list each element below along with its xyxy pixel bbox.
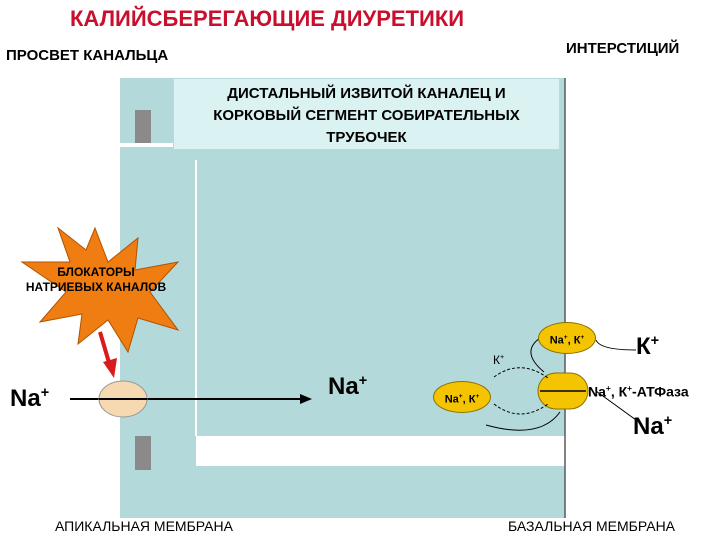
k-cycle-arrow	[493, 367, 549, 379]
basal-membrane-label: БАЗАЛЬНАЯ МЕМБРАНА	[508, 518, 676, 534]
na-k-left-label: Na+, К+	[433, 381, 491, 413]
na-k-cycle-arrow	[493, 403, 549, 415]
blocker-label-line1: БЛОКАТОРЫ	[57, 265, 135, 279]
k-cycle-label: К+	[493, 352, 505, 367]
k-interstitium-label: К+	[636, 333, 660, 360]
segment-label-line3: ТРУБОЧЕК	[326, 129, 407, 146]
pump-in-arrow	[595, 339, 637, 351]
na-arrow-head	[300, 394, 312, 404]
tight-junction-bottom	[135, 436, 151, 470]
blocker-arrow-head	[103, 358, 117, 378]
na-k-top-to-pump-arrow	[530, 337, 545, 373]
lumen-label: ПРОСВЕТ КАНАЛЬЦА	[6, 47, 169, 64]
na-lumen-label: Na+	[10, 385, 50, 412]
apical-membrane-label: АПИКАЛЬНАЯ МЕМБРАНА	[55, 518, 233, 534]
page-title: КАЛИЙСБЕРЕГАЮЩИЕ ДИУРЕТИКИ	[70, 6, 465, 31]
atpase-label: Na+, К+-АТФаза	[588, 383, 689, 400]
blocker-label: БЛОКАТОРЫ НАТРИЕВЫХ КАНАЛОВ	[12, 265, 180, 295]
segment-label-line2: КОРКОВЫЙ СЕГМЕНТ СОБИРАТЕЛЬНЫХ	[213, 107, 520, 124]
blocker-label-line2: НАТРИЕВЫХ КАНАЛОВ	[25, 280, 167, 294]
na-k-top-label: Na+, К+	[538, 322, 596, 354]
blocker-arrow	[98, 331, 112, 367]
na-cell-label: Na+	[328, 373, 368, 400]
pump-to-na-k-left-arrow	[485, 411, 561, 431]
tight-junction-top	[135, 110, 151, 144]
na-interstitium-label: Na+	[633, 413, 673, 440]
pump-out-arrow	[595, 390, 637, 421]
intercellular-space-lower	[196, 436, 565, 466]
interstitium-label: ИНТЕРСТИЦИЙ	[566, 40, 680, 57]
segment-label-box: ДИСТАЛЬНЫЙ ИЗВИТОЙ КАНАЛЕЦ И КОРКОВЫЙ СЕ…	[173, 78, 560, 150]
segment-label-line1: ДИСТАЛЬНЫЙ ИЗВИТОЙ КАНАЛЕЦ И	[227, 85, 506, 102]
blocker-starburst	[20, 226, 180, 354]
intercellular-space-upper	[120, 143, 196, 147]
